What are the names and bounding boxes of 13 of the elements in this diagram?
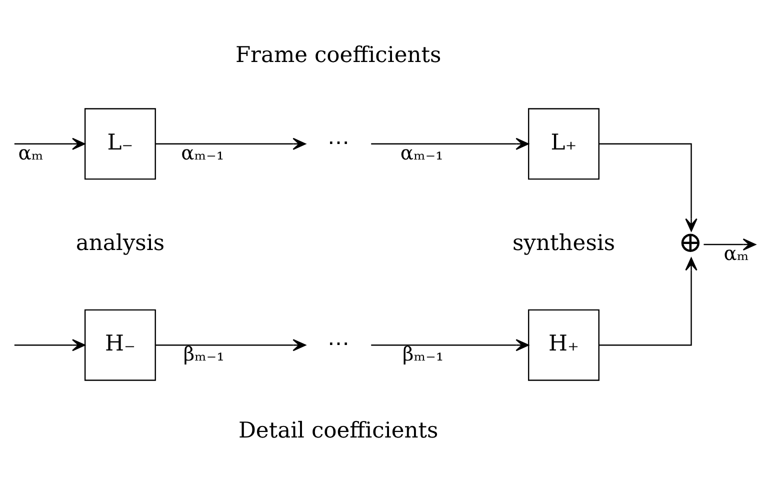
edge-label: βₘ₋₁	[183, 342, 224, 366]
edge-label: αₘ₋₁	[400, 141, 444, 164]
node-text: ⋯	[327, 130, 350, 156]
edge-label: βₘ₋₁	[402, 342, 444, 366]
edge-label: αₘ	[724, 242, 749, 266]
label: synthesis	[512, 230, 616, 256]
edge-label: αₘ	[18, 141, 44, 164]
label: Frame coefficients	[235, 42, 442, 68]
edge-label: αₘ₋₁	[181, 141, 224, 164]
label: analysis	[76, 230, 165, 256]
node-text: ⋯	[327, 331, 350, 356]
label: Detail coefficients	[238, 418, 438, 444]
node-text: ⊕	[678, 225, 703, 260]
